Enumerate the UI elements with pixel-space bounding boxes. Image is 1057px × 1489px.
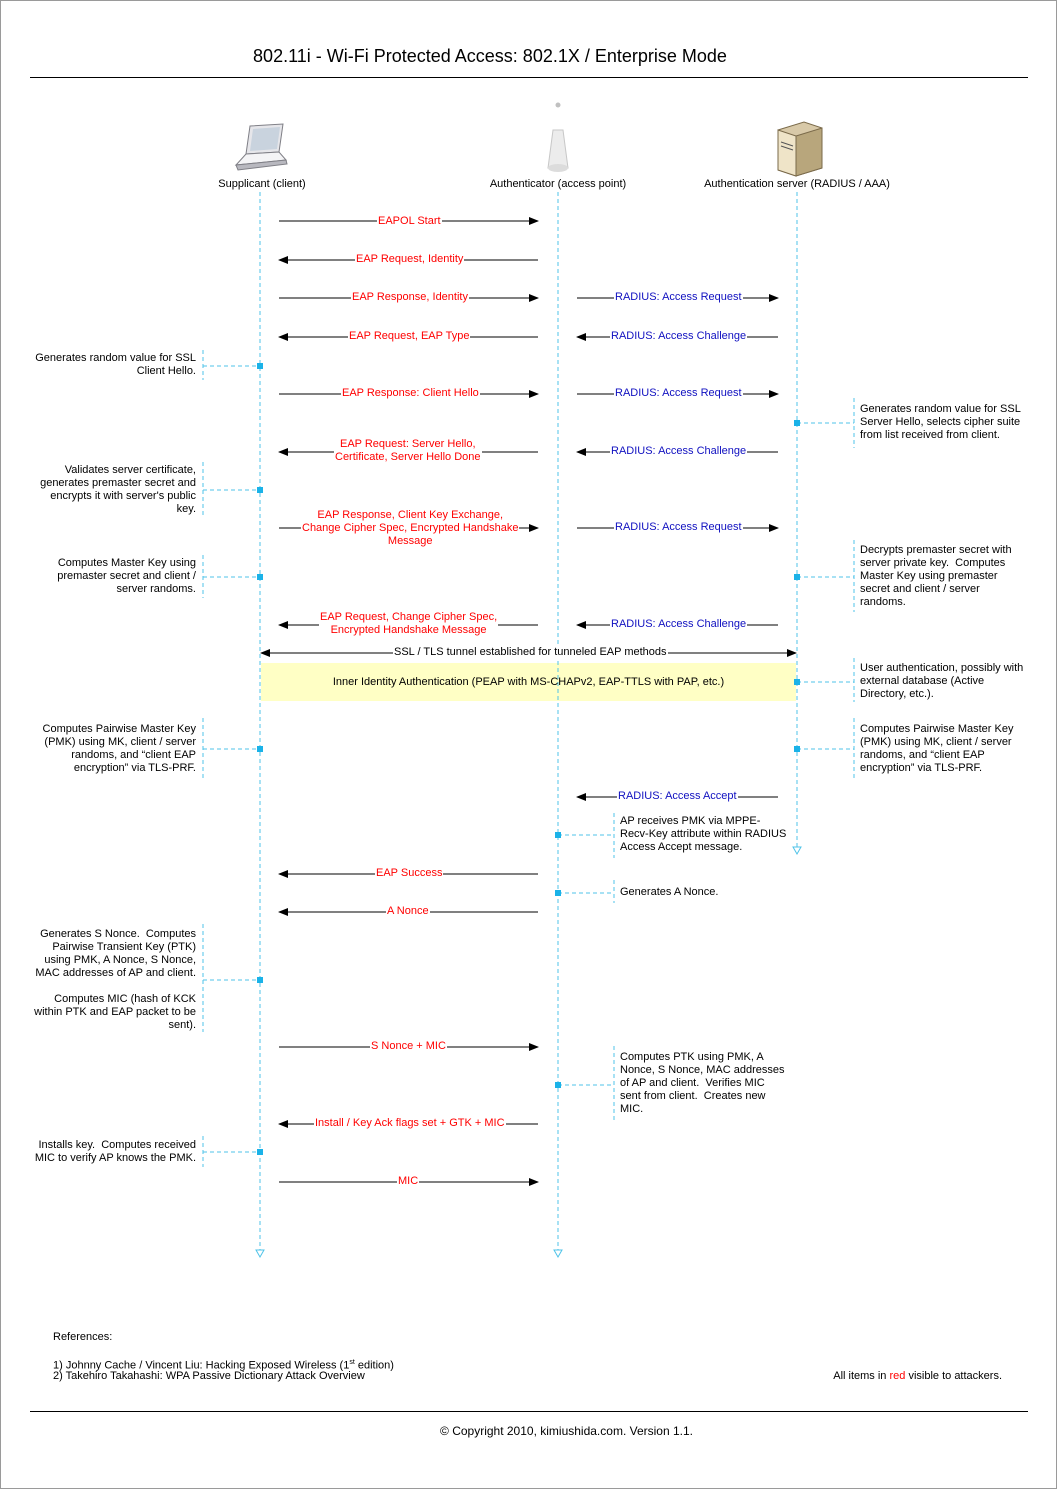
connector-note-master-key-client — [203, 555, 260, 598]
note-ptk-ap: Computes PTK using PMK, A Nonce, S Nonce… — [620, 1051, 784, 1116]
lifeline-end-server — [793, 847, 801, 854]
connector-note-ptk-client — [203, 924, 260, 1032]
msg-label: EAP Request, Identity — [355, 253, 464, 266]
note-a-nonce: Generates A Nonce. — [620, 886, 718, 899]
msg-label: MIC — [397, 1175, 419, 1188]
msg-label: EAP Response, Client Key Exchange, Chang… — [301, 509, 519, 548]
connector-note-decrypt-premaster — [797, 540, 854, 612]
copyright: © Copyright 2010, kimiushida.com. Versio… — [0, 1424, 1057, 1438]
note-pmk-server: Computes Pairwise Master Key (PMK) using… — [860, 723, 1013, 775]
msg-label: S Nonce + MIC — [370, 1040, 447, 1053]
msg-label: RADIUS: Access Request — [614, 291, 743, 304]
connector-note-server-hello — [797, 398, 854, 448]
msg-label: RADIUS: Access Request — [614, 387, 743, 400]
note-user-auth: User authentication, possibly with exter… — [860, 662, 1023, 701]
connector-note-a-nonce — [558, 880, 614, 903]
msg-label: EAPOL Start — [377, 215, 442, 228]
legend: All items in red visible to attackers. — [833, 1370, 1002, 1382]
msg-label: RADIUS: Access Challenge — [610, 618, 747, 631]
references-heading: References: — [53, 1331, 112, 1344]
connector-note-ptk-ap — [558, 1046, 614, 1122]
connector-note-pmk-server — [797, 718, 854, 780]
connector-note-client-hello — [203, 350, 260, 380]
connector-note-validate-cert — [203, 462, 260, 517]
msg-label: RADIUS: Access Challenge — [610, 445, 747, 458]
msg-label: RADIUS: Access Accept — [617, 790, 738, 803]
reference-2: 2) Takehiro Takahashi: WPA Passive Dicti… — [53, 1370, 365, 1383]
msg-label: EAP Request: Server Hello, Certificate, … — [334, 438, 482, 464]
msg-label: EAP Response, Identity — [351, 291, 469, 304]
msg-label: EAP Request, Change Cipher Spec, Encrypt… — [319, 611, 498, 637]
note-pmk-client: Computes Pairwise Master Key (PMK) using… — [43, 723, 196, 775]
note-ap-pmk: AP receives PMK via MPPE- Recv-Key attri… — [620, 815, 786, 854]
msg-label: EAP Success — [375, 867, 443, 880]
note-install-key: Installs key. Computes received MIC to v… — [35, 1139, 196, 1165]
note-master-key-client: Computes Master Key using premaster secr… — [57, 557, 196, 596]
connector-note-install-key — [203, 1136, 260, 1167]
lifeline-end-authenticator — [554, 1250, 562, 1257]
footer-rule — [30, 1411, 1028, 1412]
note-client-hello: Generates random value for SSL Client He… — [35, 352, 196, 378]
note-server-hello: Generates random value for SSL Server He… — [860, 403, 1021, 442]
msg-label: EAP Request, EAP Type — [348, 330, 470, 343]
note-validate-cert: Validates server certificate, generates … — [40, 464, 196, 516]
msg-label: Install / Key Ack flags set + GTK + MIC — [314, 1117, 506, 1130]
note-decrypt-premaster: Decrypts premaster secret with server pr… — [860, 544, 1012, 609]
connector-note-pmk-client — [203, 718, 260, 780]
msg-label: RADIUS: Access Challenge — [610, 330, 747, 343]
note-ptk-client: Generates S Nonce. Computes Pairwise Tra… — [34, 928, 196, 1032]
lifeline-end-supplicant — [256, 1250, 264, 1257]
msg-label: A Nonce — [386, 905, 430, 918]
connector-note-user-auth — [797, 658, 854, 702]
connector-note-ap-pmk — [558, 813, 614, 858]
msg-label: RADIUS: Access Request — [614, 521, 743, 534]
msg-label: EAP Response: Client Hello — [341, 387, 480, 400]
msg-label: SSL / TLS tunnel established for tunnele… — [393, 646, 668, 659]
